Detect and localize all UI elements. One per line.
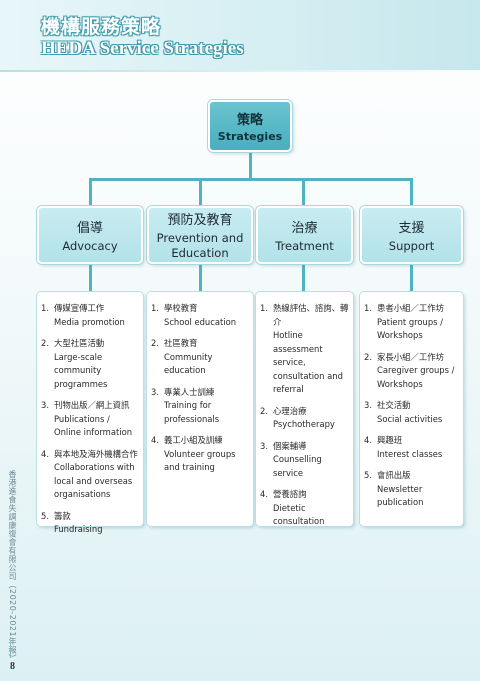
category-prevention-education: 預防及教育 Prevention and Education: [147, 206, 253, 264]
item-zh: 義工小組及訓練: [164, 435, 223, 445]
item-en: Interest classes: [377, 448, 443, 459]
connector-treatment: [302, 178, 305, 206]
item-zh: 社交活動: [377, 400, 411, 410]
item-zh: 熱線評估、諮詢、轉介: [273, 303, 349, 327]
page-title-zh: 機構服務策略: [41, 16, 162, 38]
item-en: Caregiver groups / Workshops: [377, 365, 455, 389]
item-en: Large-scale community programmes: [54, 351, 108, 389]
item-en: Social activities: [377, 413, 443, 424]
connector-prevention: [199, 178, 202, 206]
side-divider: [10, 640, 11, 658]
item-zh: 籌款: [54, 510, 71, 521]
strategies-label-en: Strategies: [217, 130, 283, 143]
item-zh: 社區教育: [164, 338, 198, 348]
category-label-zh: 倡導: [76, 220, 103, 236]
item-en: Volunteer groups and training: [164, 448, 236, 473]
item-en: Dietetic consultation: [273, 502, 325, 527]
annual-report-side-text: 香港進食失調康復會有限公司（2020-2021年報）: [8, 470, 17, 663]
item-zh: 傳媒宣傳工作: [54, 303, 105, 313]
connector-support-list: [410, 264, 413, 292]
item-zh: 個案輔導: [273, 440, 307, 451]
item-en: Counselling service: [273, 454, 322, 478]
item-zh: 興趣班: [377, 435, 403, 445]
category-advocacy: 倡導 Advocacy: [37, 206, 143, 264]
item-zh: 專業人士訓練: [164, 386, 215, 397]
category-label-zh: 支援: [398, 220, 425, 236]
item-en: Collaborations with local and overseas o…: [54, 462, 135, 499]
connector-support: [410, 178, 413, 206]
item-en: Training for professionals: [164, 400, 220, 424]
page-title-en: HEDA Service Strategies: [41, 38, 244, 59]
connector-advocacy-list: [89, 264, 92, 292]
item-zh: 刊物出版／網上資訊: [54, 400, 130, 410]
category-label-en: Prevention and Education: [156, 231, 244, 260]
strategies-label-zh: 策略: [236, 113, 263, 128]
item-en: Fundraising: [54, 524, 103, 534]
category-label-en: Support: [388, 238, 435, 253]
item-zh: 心理治療: [273, 405, 307, 416]
item-zh: 與本地及海外機構合作: [54, 448, 138, 459]
page-number: 8: [10, 661, 15, 672]
item-zh: 家長小組／工作坊: [377, 351, 444, 362]
category-label-zh: 預防及教育: [167, 213, 233, 228]
category-label-en: Treatment: [275, 238, 334, 253]
connector-root-down: [249, 152, 252, 180]
category-treatment: 治療 Treatment: [256, 206, 353, 264]
header-band: [0, 0, 480, 72]
item-en: Media promotion: [54, 316, 125, 327]
item-en: School education: [164, 316, 237, 327]
item-en: Psychotherapy: [273, 419, 335, 429]
item-zh: 會訊出版: [377, 470, 411, 480]
connector-prevention-list: [199, 264, 202, 292]
item-zh: 患者小組／工作坊: [377, 303, 444, 313]
item-en: Community education: [164, 351, 213, 376]
connector-horizontal: [90, 178, 412, 181]
item-zh: 大型社區活動: [54, 338, 105, 348]
category-support: 支援 Support: [360, 206, 463, 264]
item-zh: 學校教育: [164, 303, 198, 313]
item-zh: 營養諮詢: [273, 489, 307, 499]
connector-advocacy: [89, 178, 92, 206]
connector-treatment-list: [302, 264, 305, 292]
item-en: Newsletter publication: [377, 483, 424, 508]
item-en: Publications / Online information: [54, 413, 133, 438]
category-label-zh: 治療: [291, 220, 318, 236]
item-en: Hotline assessment service, consultation…: [273, 330, 343, 394]
strategies-node: 策略 Strategies: [208, 100, 292, 152]
item-en: Patient groups / Workshops: [377, 316, 443, 341]
category-label-en: Advocacy: [62, 238, 118, 253]
